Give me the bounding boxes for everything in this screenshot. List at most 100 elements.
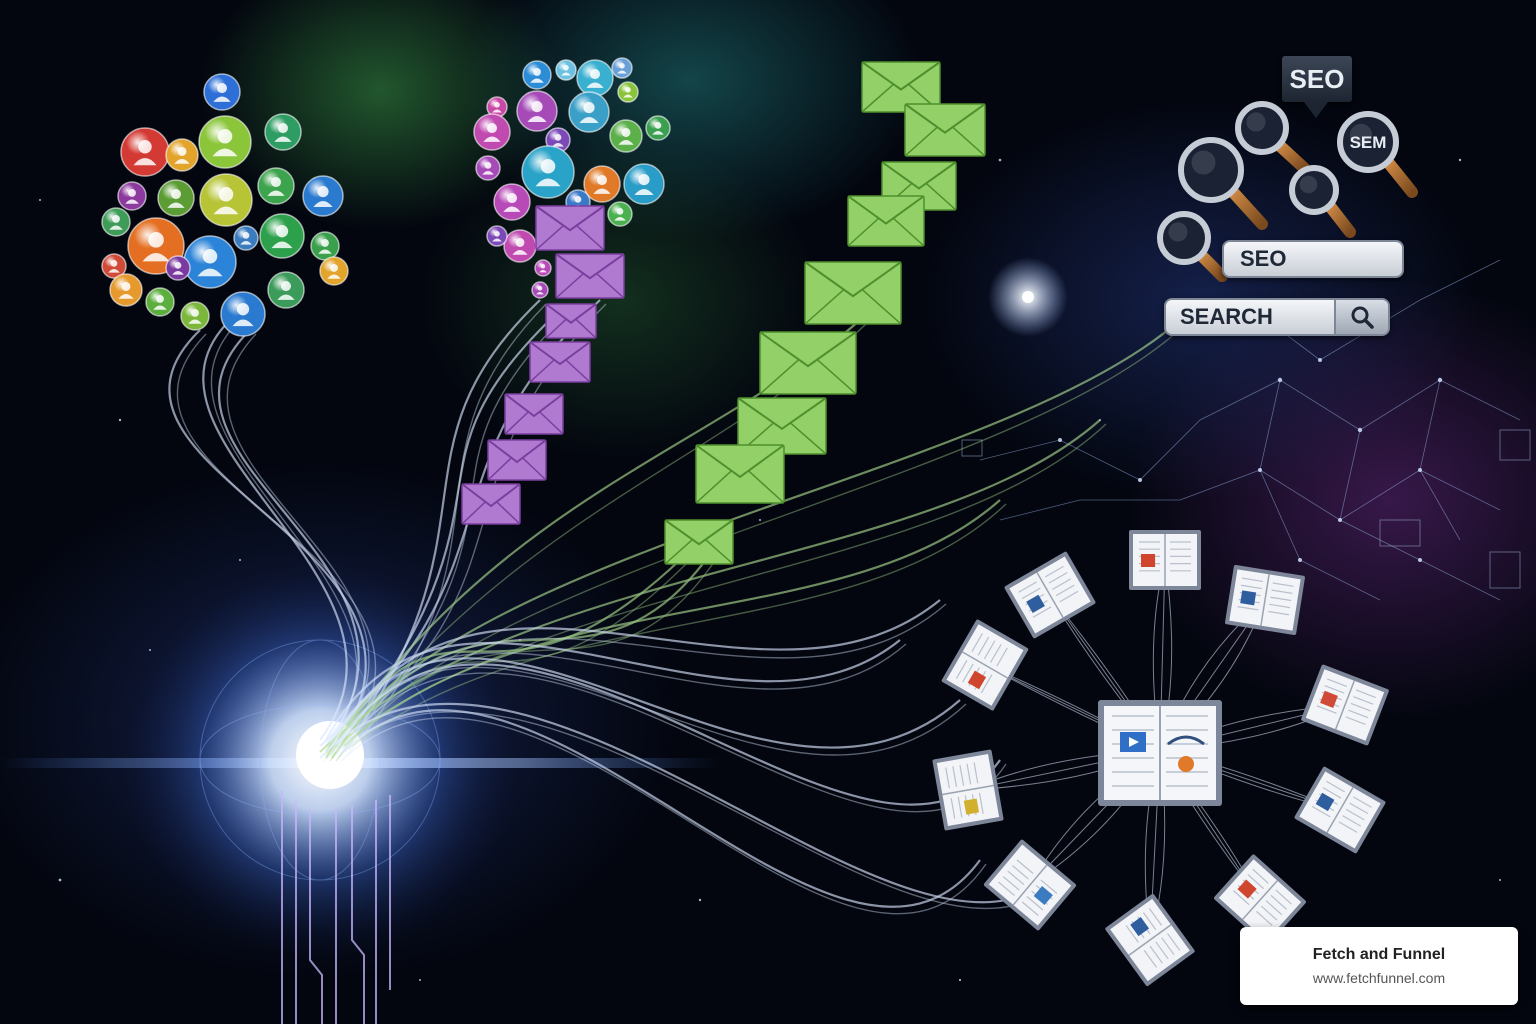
user-icon [576,59,614,97]
book-icon [1294,766,1386,854]
data-strand [335,543,727,762]
brand-card: Fetch and Funnel www.fetchfunnel.com [1240,927,1518,1005]
user-icon [611,57,633,79]
user-icon [165,255,191,281]
email-icon [555,253,625,299]
email-icon [487,439,547,481]
magnifier-icon [1289,165,1356,238]
user-icon [259,213,305,259]
email-icon [545,303,597,339]
user-icon [109,273,143,307]
user-icon [120,127,170,177]
social-icon-cluster-2 [473,57,671,299]
user-icon [534,259,552,277]
search-field: SEARCH [1164,298,1390,336]
data-strand [323,423,1107,756]
email-icon [861,61,941,113]
magnifier-icon [1178,137,1268,230]
data-strand [329,643,907,744]
user-icon [199,173,253,227]
data-strand [325,639,901,741]
user-icon [165,138,199,172]
data-strand [319,419,1101,753]
data-strand [341,672,1007,813]
data-strands [168,299,1187,915]
data-strand [226,333,370,750]
user-icon [531,281,549,299]
seo-badge: SEO [1282,56,1352,118]
book-icon [1105,894,1195,986]
email-icon [904,103,986,157]
book-icon [1225,565,1305,635]
user-icon [607,201,633,227]
data-strand [331,599,941,747]
user-icon [302,175,344,217]
user-icon [645,115,671,141]
user-icon [101,253,127,279]
circuit-traces [281,790,391,1024]
data-strand [347,503,1007,750]
social-icon-cluster [101,73,349,337]
email-icon [461,483,521,525]
data-strand [176,333,377,756]
user-icon [180,301,210,331]
video-icon [1120,732,1146,752]
book-icon [1004,551,1096,639]
user-icon [609,119,643,153]
user-icon [203,73,241,111]
data-strand [343,709,981,908]
data-strand [323,711,1057,910]
data-strand [319,702,1051,904]
seo-search-field: SEO [1222,240,1404,278]
user-icon [319,256,349,286]
user-icon [493,183,531,221]
email-icon [695,444,785,504]
data-strand [202,319,348,741]
user-icon [233,225,259,251]
user-icon [157,179,195,217]
data-strand [337,663,1001,806]
magnifier-icon [1235,101,1310,174]
user-icon [617,81,639,103]
email-icon [759,331,857,395]
data-strand [331,657,961,749]
magnifier-icon: SEM [1337,111,1418,198]
brand-name: Fetch and Funnel [1312,946,1446,963]
user-icon [101,207,131,237]
user-icon [264,113,302,151]
email-icon [804,261,902,325]
user-icon [486,225,508,247]
data-strand [343,309,561,741]
user-icon [568,91,610,133]
data-strand [343,499,1001,747]
data-strand [329,563,687,756]
email-icon [529,341,591,383]
user-icon [521,145,575,199]
user-icon [198,115,252,169]
user-icon [522,60,552,90]
search-icon [1334,300,1388,334]
user-icon [310,231,340,261]
email-icon [535,205,605,251]
user-icon [503,229,537,263]
sem-label: SEM [1350,133,1387,152]
email-icon [847,195,925,247]
book-icon [1301,664,1389,746]
email-stream [461,61,986,565]
book-icon [932,749,1004,831]
user-icon [475,155,501,181]
email-icon [737,397,827,455]
search-lenses: SEM [1157,101,1418,282]
data-strand [217,329,360,747]
user-icon [555,59,577,81]
brand-url: www.fetchfunnel.com [1312,970,1446,986]
user-icon [220,291,266,337]
user-icon [257,167,295,205]
book-icon [1098,700,1222,806]
user-icon [145,287,175,317]
user-icon [117,181,147,211]
book-icon [983,839,1077,931]
data-strand [168,329,367,753]
user-icon [267,271,305,309]
